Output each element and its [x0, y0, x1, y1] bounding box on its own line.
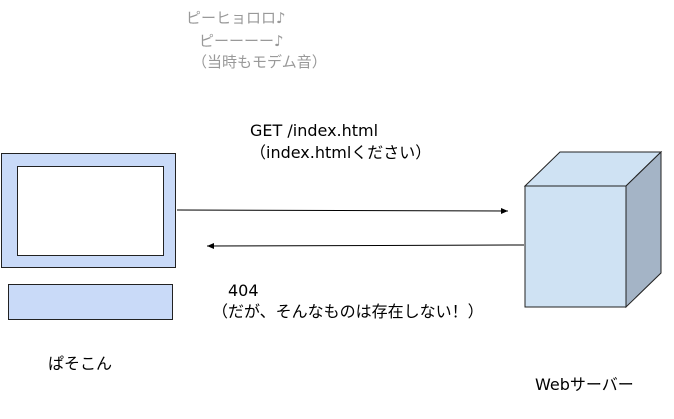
- client-label: ぱそこん: [48, 354, 113, 373]
- pc-keyboard: [8, 284, 173, 320]
- response-note: （だが、そんなものは存在しない！）: [212, 302, 484, 321]
- request-line: GET /index.html: [250, 121, 379, 140]
- response-arrow: [206, 242, 525, 249]
- pc-screen: [17, 166, 164, 256]
- response-status: 404: [228, 281, 259, 300]
- request-arrow: [176, 207, 509, 214]
- server-cube: [523, 150, 663, 309]
- modem-sound-note: （当時もモデム音）: [192, 53, 327, 71]
- server-cube-front: [524, 185, 627, 308]
- pc-monitor: [1, 153, 176, 268]
- modem-sound-line2: ピーーーー♪: [199, 32, 284, 50]
- modem-sound-line1: ピーヒョロロ♪: [186, 9, 286, 27]
- request-note: （index.htmlください）: [250, 143, 432, 162]
- server-label: Webサーバー: [535, 375, 634, 394]
